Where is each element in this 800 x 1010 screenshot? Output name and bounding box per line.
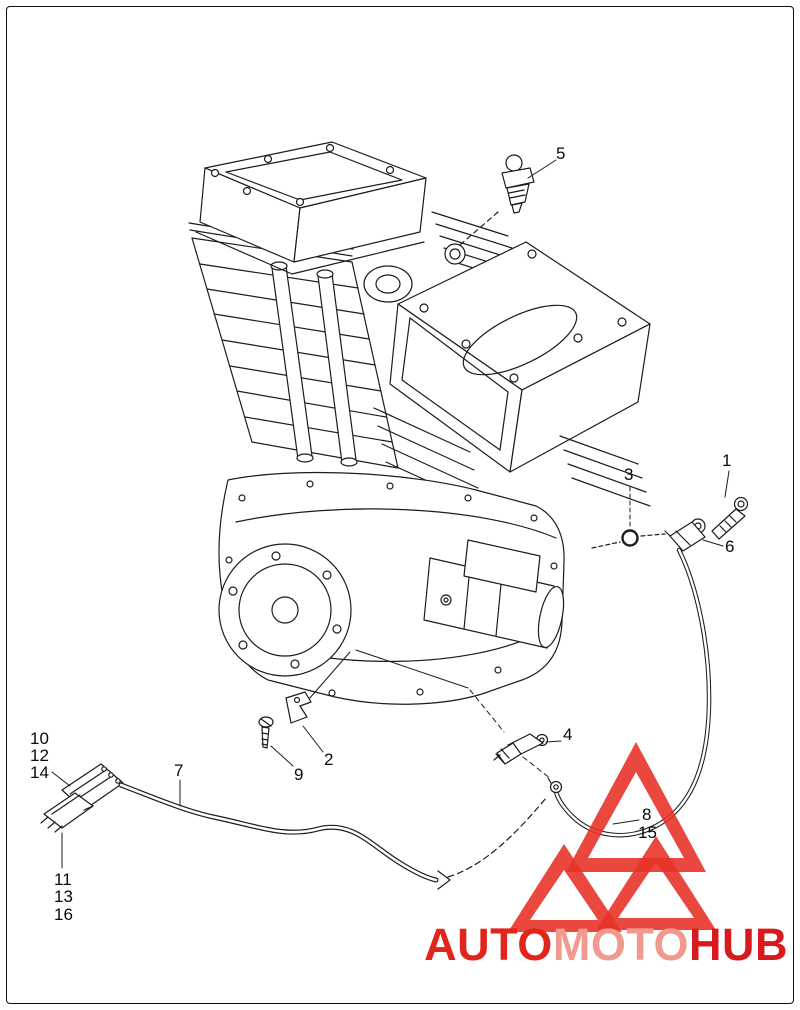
front-rocker-cover [195, 141, 427, 275]
cam-cover [218, 543, 352, 677]
part-sender-6 [664, 518, 706, 552]
callout-8: 8 [642, 805, 652, 824]
harness-connector [40, 763, 124, 833]
pushrod-tubes [270, 261, 358, 467]
watermark-text-auto: AUTO [424, 919, 553, 970]
callout-16: 16 [54, 905, 73, 924]
watermark-triangle-large [566, 742, 706, 872]
watermark-triangle-left [508, 844, 622, 932]
callout-7: 7 [174, 761, 184, 780]
part-bolt-1 [711, 496, 749, 540]
callout-4: 4 [563, 725, 573, 744]
rear-rocker-cover [389, 241, 651, 473]
callout-13: 13 [54, 887, 73, 906]
harness-cable [118, 782, 547, 890]
callout-9: 9 [294, 765, 304, 784]
callout-6: 6 [725, 537, 735, 556]
callout-1: 1 [722, 451, 732, 470]
part-switch-4 [493, 733, 549, 765]
part-sensor-5 [459, 154, 535, 246]
starter-motor [423, 539, 565, 649]
watermark-triangles [508, 742, 716, 932]
callout-2: 2 [324, 750, 334, 769]
callout-12: 12 [30, 746, 49, 765]
leader-lines [51, 159, 730, 869]
part-oring-3 [591, 529, 666, 549]
watermark-triangle-right [596, 836, 716, 930]
callout-5: 5 [556, 144, 566, 163]
callout-11: 11 [54, 870, 72, 889]
callout-10: 10 [30, 729, 49, 748]
sender-wire [547, 547, 712, 838]
part-screw-9 [258, 716, 274, 749]
watermark-brand: AUTOMOTOHUB [424, 919, 788, 971]
callout-14: 14 [30, 763, 49, 782]
rear-cylinder-top-fins [431, 211, 525, 285]
intake-manifold [363, 265, 413, 303]
part-clamp-2 [285, 691, 312, 724]
callout-3: 3 [624, 465, 634, 484]
watermark-text-hub: HUB [689, 919, 788, 970]
callout-15: 15 [638, 823, 657, 842]
watermark-text-moto: MOTO [552, 919, 689, 970]
